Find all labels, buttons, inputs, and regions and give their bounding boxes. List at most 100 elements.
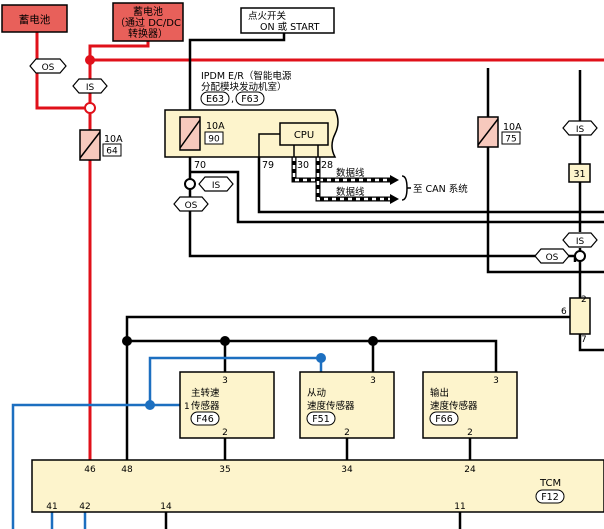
battery-dcdc-line1: 蓄电池 (133, 5, 163, 18)
sensor-output-pin-top: 3 (493, 376, 499, 386)
right-open-junction (574, 250, 586, 262)
tags: OS IS IS OS IS IS OS (29, 58, 598, 264)
tcm-pin-41: 41 (46, 502, 57, 512)
sensor-driven-pin-bottom: 2 (344, 428, 350, 438)
blue-wires (11, 356, 323, 529)
ignition-line1: 点火开关 (248, 10, 287, 22)
ipdm-right-wire (190, 170, 604, 224)
right-pin-31: 31 (573, 169, 585, 180)
sensor-output-line2: 速度传感器 (430, 400, 478, 412)
ipdm-pin-70: 70 (194, 160, 206, 171)
sensor-main-line2: 传感器 (191, 400, 220, 412)
sensor-output-line1: 输出 (430, 387, 449, 399)
tcm-pin-48: 48 (121, 465, 133, 475)
ignition-wire (188, 33, 286, 110)
red-junction (85, 55, 95, 65)
sensor-branch-2-wire (127, 339, 375, 372)
ipdm-connector-f63: F63 (241, 94, 259, 105)
blue-left-wire (11, 403, 150, 529)
tcm-pin-14: 14 (160, 502, 172, 512)
arrow-2-icon (390, 194, 399, 204)
tcm-pin-35: 35 (219, 465, 230, 475)
svg-text:IS: IS (576, 237, 585, 247)
sensor-output: 3 输出 速度传感器 F66 2 (422, 371, 518, 439)
battery-left-label: 蓄电池 (19, 13, 51, 26)
battery-left: 蓄电池 (1, 4, 68, 33)
tag-is-2: IS (198, 176, 234, 192)
black-wires (125, 33, 604, 529)
battery-dcdc-line3: 转换器） (128, 27, 168, 40)
can-bracket (401, 175, 411, 201)
tcm-pin-34: 34 (341, 465, 353, 475)
svg-text:OS: OS (546, 253, 559, 263)
junctions (84, 55, 586, 410)
data-line-label-1: 数据线 (336, 167, 365, 179)
battery-dcdc: 蓄电池 （通过 DC/DC 转换器） (112, 2, 184, 42)
sensor-driven-line2: 速度传感器 (307, 400, 355, 412)
ignition-switch: 点火开关 ON 或 START (240, 7, 335, 34)
black-open-junction (184, 178, 196, 190)
data-line-label-2: 数据线 (336, 186, 365, 198)
right-bottom-wire (578, 334, 604, 352)
right-pin-2: 2 (581, 295, 587, 305)
tag-os-1: OS (29, 58, 67, 74)
sensor-main-pin-left: 1 (184, 402, 190, 412)
sensor-main-line1: 主转速 (191, 387, 220, 399)
sensor-driven-connector: F51 (312, 414, 330, 425)
red-open-junction (84, 102, 96, 114)
sensor-main-pin-bottom: 2 (222, 428, 228, 438)
ipdm-fuse-rating: 10A (206, 121, 225, 132)
ipdm-line1: IPDM E/R（智能电源 (201, 70, 292, 82)
battery-dcdc-wire (88, 41, 150, 63)
right-pin-6: 6 (561, 307, 567, 317)
tcm-pin-24: 24 (464, 465, 476, 475)
right-pin-7: 7 (581, 335, 587, 345)
tcm-pin-11: 11 (454, 502, 465, 512)
ipdm-fuse-number: 90 (208, 135, 220, 145)
fuse-left: 10A 64 (79, 129, 123, 161)
ipdm-pin-30: 30 (297, 160, 309, 171)
ipdm-connector-e63: E63 (206, 94, 224, 105)
tcm-label: TCM (539, 478, 561, 489)
right-connector-lower: 2 6 7 (561, 295, 591, 345)
ground-bus-wire (125, 315, 578, 460)
ipdm-connector-sep: , (231, 94, 234, 105)
battery-left-wire (35, 32, 90, 110)
fuse-right-number: 75 (505, 135, 516, 145)
fuse-left-rating: 10A (104, 134, 123, 145)
fuse-right-rating: 10A (503, 122, 522, 133)
pin70-wire (188, 157, 577, 262)
fuse-right: 10A 75 (477, 116, 522, 148)
tcm-connector: F12 (541, 492, 559, 503)
tcm-pin-46: 46 (84, 465, 96, 475)
black-junction-3 (368, 336, 378, 346)
svg-text:IS: IS (576, 125, 585, 135)
ipdm-module: IPDM E/R（智能电源 分配模块发动机室） E63 , F63 10A 90… (164, 70, 339, 171)
battery-dcdc-line2: （通过 DC/DC (115, 16, 181, 29)
sensor-main-pin-top: 3 (222, 376, 228, 386)
tag-os-3: OS (534, 248, 570, 264)
can-system-label: 至 CAN 系统 (413, 183, 468, 195)
svg-text:OS: OS (185, 201, 198, 211)
tcm-pin-42: 42 (79, 502, 90, 512)
tag-is-4: IS (562, 232, 598, 248)
black-junction-1 (122, 336, 132, 346)
tag-os-2: OS (173, 196, 209, 212)
tag-is-1: IS (72, 78, 108, 94)
sensor-driven-pin-top: 3 (370, 376, 376, 386)
ignition-line2: ON 或 START (260, 21, 320, 33)
fuse-left-number: 64 (106, 147, 118, 157)
tag-is-3: IS (562, 120, 598, 136)
tcm-module: TCM F12 46 48 35 34 24 41 42 14 11 (31, 459, 604, 513)
ipdm-pin-28: 28 (321, 160, 333, 171)
cpu-label: CPU (294, 130, 314, 141)
black-junction-2 (220, 336, 230, 346)
right-connector-31: 31 (568, 163, 591, 183)
sensor-main-connector: F46 (196, 414, 214, 425)
sensor-main: 3 主转速 1 传感器 F46 2 (179, 371, 275, 439)
svg-text:IS: IS (86, 83, 95, 93)
arrow-1-icon (390, 175, 399, 185)
sensor-branch-3-wire (373, 339, 498, 372)
blue-junction-2 (316, 353, 326, 363)
